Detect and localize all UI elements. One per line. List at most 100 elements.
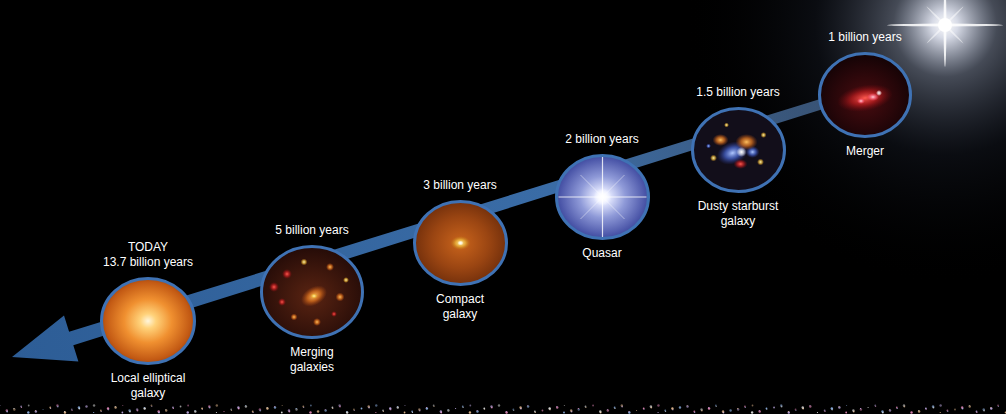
star-dot [310,405,312,407]
star-dot [868,407,869,408]
galaxy-picture [413,200,508,286]
galaxy-ring [692,109,784,192]
star-dot [64,411,65,412]
galaxy-frame [691,107,786,193]
star-dot [860,408,862,410]
galaxy-glow [313,318,321,326]
star-dot [636,410,637,411]
star-dot [144,407,145,408]
star-dot [216,404,218,406]
star-dot [548,407,550,409]
star-dot [469,411,471,413]
star-dot [910,411,912,413]
star-dot [447,409,448,410]
star-dot [788,411,790,413]
star-dot [128,409,130,411]
star-dot [773,407,775,409]
star-dot [607,409,609,411]
galaxy-glow [733,159,747,169]
star-dot [338,404,340,406]
quasar-spike [580,175,624,219]
star-dot [715,405,717,407]
star-dot [266,407,268,409]
star-dot [628,411,629,412]
star-dot [570,409,572,411]
star-dot [860,408,861,409]
star-dot [483,408,485,410]
star-dot [295,408,297,410]
star-dot [621,404,623,406]
bright-star [887,0,1003,67]
galaxy-image [100,277,196,365]
era-label: 2 billion years [565,132,638,147]
star-dot [527,405,528,406]
stage-label: Local elliptical galaxy [96,371,201,401]
star-dot [585,406,587,408]
star-dot [426,407,428,409]
star-dot [143,407,145,409]
star-dot [165,409,166,410]
star-dot [136,408,138,410]
galaxy-stage: TODAY13.7 billion yearsLocal elliptical … [96,240,201,401]
galaxy-frame [100,277,196,365]
galaxy-glow [310,293,318,299]
light-glow [685,0,1006,285]
star-dot [107,407,109,409]
star-dot [838,406,840,408]
star-dot [332,407,334,409]
star-dot [122,405,123,406]
star-dot [180,406,182,408]
star-dot [20,406,22,408]
star-dot [194,410,195,411]
galaxy-glow [710,155,717,162]
galaxy-stage: 1.5 billion yearsDusty starburst galaxy [686,85,790,229]
galaxy-glow [297,281,330,311]
galaxy-image [413,200,508,286]
star-dot [961,406,963,408]
star-dot [752,405,754,407]
star-dot [309,411,311,413]
galaxy-stage: 1 billion yearsMerger [818,30,912,159]
star-dot [490,405,492,407]
galaxy-glow [282,269,292,279]
star-dot [172,407,174,409]
star-dot [657,404,659,406]
star-dot [758,410,760,412]
star-dot [42,409,43,410]
star-dot [93,404,95,406]
star-dot [845,412,847,414]
galaxy-image [555,154,650,240]
galaxy-ring [262,247,363,338]
star-dot [852,409,854,411]
star-dot [997,405,999,407]
galaxy-stage: 3 billion yearsCompact galaxy [413,178,508,322]
star-dot [780,404,782,406]
star-dot [628,411,630,413]
star-dot [462,406,464,408]
star-dot [889,409,891,411]
star-dot [990,407,991,408]
star-dot [49,407,51,409]
star-dot [990,407,992,409]
galaxy-image [818,52,912,138]
star-dot [325,409,326,410]
era-label: TODAY [128,240,168,255]
star-dot [397,406,398,407]
star-dot [411,411,413,413]
star-dot [56,404,58,406]
star-dot [237,406,239,408]
star-dot [903,404,905,406]
star-spike [944,0,947,67]
star-dot [1005,412,1006,414]
galaxy-glow [735,134,757,150]
star-dot [512,409,514,411]
star-dot [382,410,384,412]
star-dot [115,406,116,407]
stage-label: Merger [846,144,884,159]
star-dot [556,406,558,408]
star-dot [802,406,804,408]
galaxy-glow [593,188,611,206]
star-dot [194,410,196,412]
galaxy-glow [757,159,764,166]
